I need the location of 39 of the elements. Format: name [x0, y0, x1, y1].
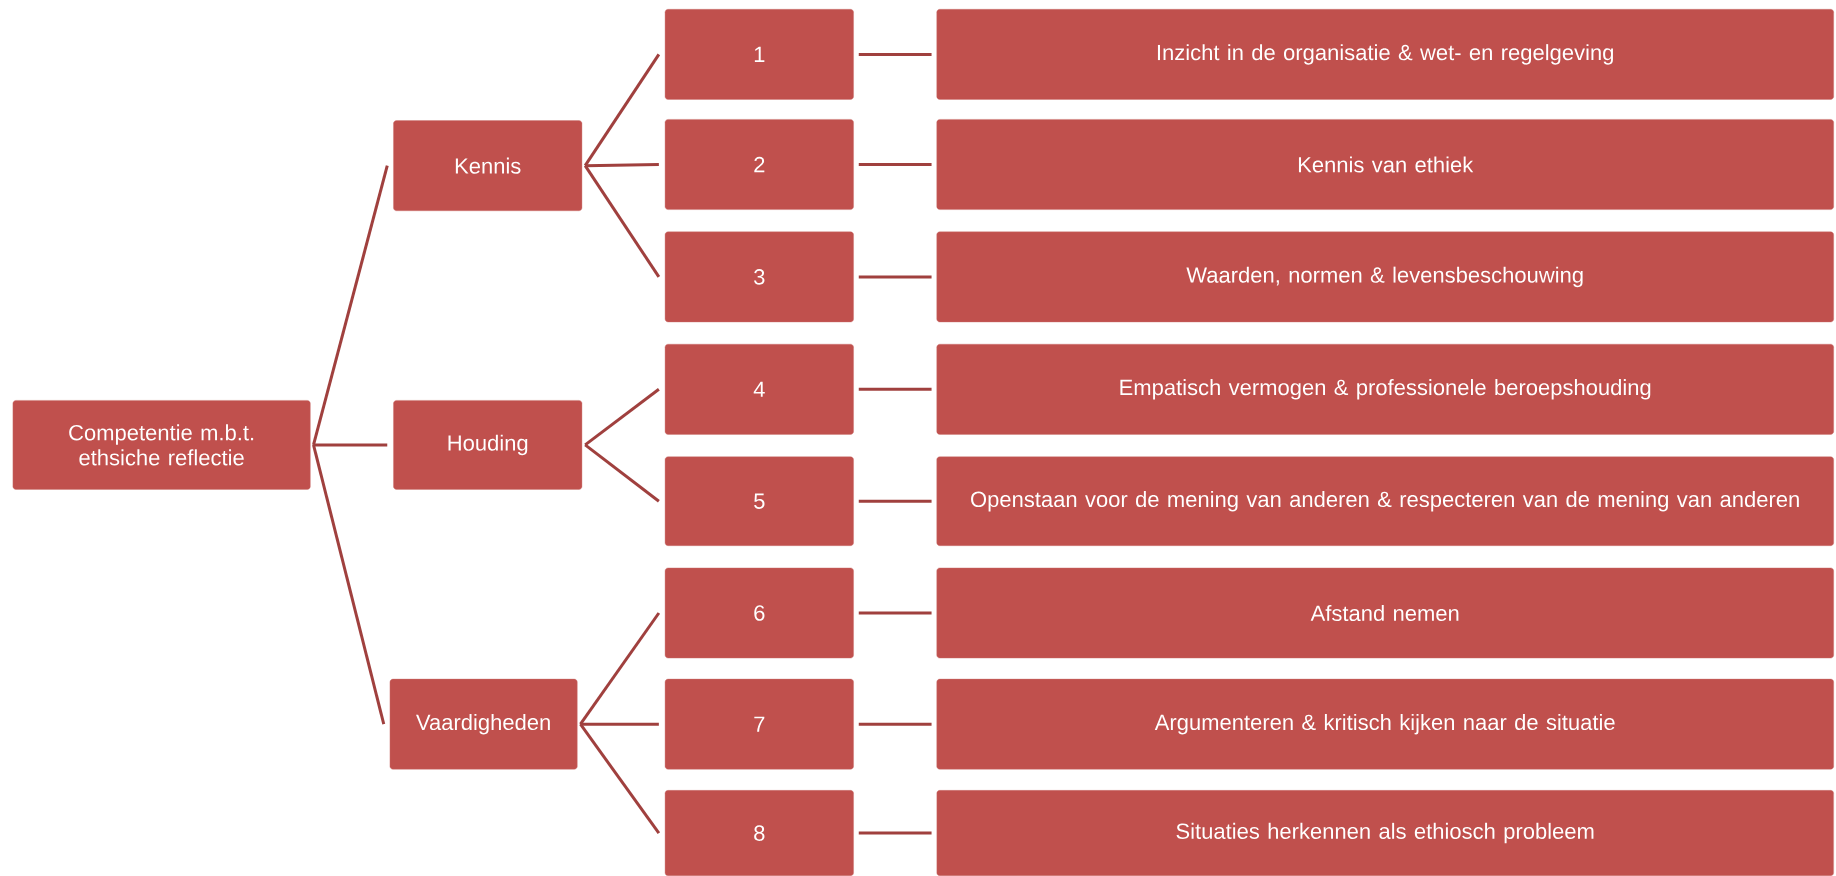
connector-line	[583, 164, 661, 278]
connector-line	[858, 387, 932, 391]
number-box: 4	[664, 344, 854, 435]
connector-line	[858, 611, 932, 615]
connector-line	[858, 52, 932, 56]
connector-line	[858, 831, 932, 835]
description-box: Waarden, normen & levensbeschouwing	[936, 231, 1834, 323]
connector-line	[858, 499, 932, 503]
connector-line	[584, 443, 660, 503]
connector-line	[858, 163, 932, 166]
description-box: Situaties herkennen als ethiosch probleem	[936, 790, 1834, 876]
connector-line	[585, 163, 659, 168]
connector-line	[580, 722, 659, 726]
number-box: 1	[664, 9, 854, 100]
connector-line	[312, 165, 389, 446]
description-box: Kennis van ethiek	[936, 119, 1834, 210]
description-box: Openstaan voor de mening van anderen & respecteren van de mening van anderen	[936, 456, 1834, 546]
connector-line	[584, 388, 660, 447]
root-box: Competentie m.b.t. ethsiche reflectie	[12, 400, 311, 490]
connector-line	[583, 53, 661, 167]
number-box: 3	[664, 231, 854, 323]
connector-line	[313, 443, 388, 447]
number-box: 2	[664, 119, 854, 210]
connector-line	[579, 723, 661, 834]
number-box: 7	[664, 678, 854, 770]
category-box: Houding	[393, 400, 583, 490]
connector-line	[579, 612, 661, 726]
connector-line	[858, 275, 932, 279]
description-box: Empatisch vermogen & professionele beroepshouding	[936, 344, 1834, 435]
description-box: Argumenteren & kritisch kijken naar de situatie	[936, 678, 1834, 770]
connector-line	[312, 444, 386, 725]
number-box: 5	[664, 456, 854, 546]
description-box: Inzicht in de organisatie & wet- en regelgeving	[936, 9, 1834, 100]
connector-line	[858, 722, 932, 726]
number-box: 8	[664, 790, 854, 876]
number-box: 6	[664, 567, 854, 659]
category-box: Kennis	[393, 120, 583, 211]
category-box: Vaardigheden	[389, 678, 578, 770]
description-box: Afstand nemen	[936, 567, 1834, 659]
